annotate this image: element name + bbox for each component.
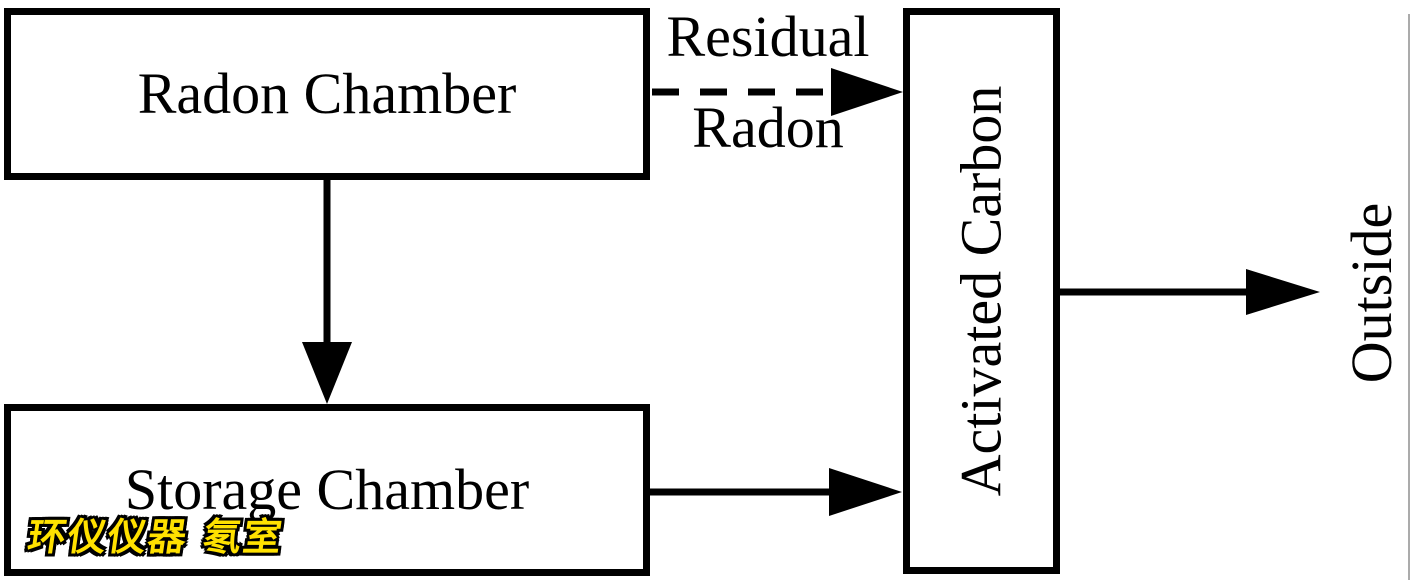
right-edge-divider xyxy=(1408,14,1410,580)
storage-chamber-label: Storage Chamber xyxy=(124,457,530,522)
storage-chamber-node: Storage Chamber xyxy=(4,404,650,576)
arrow-storage-to-carbon xyxy=(650,468,902,516)
arrow-carbon-to-outside xyxy=(1060,269,1320,315)
radon-chamber-label: Radon Chamber xyxy=(137,61,517,126)
arrow-radon-to-storage xyxy=(302,180,352,404)
outside-label: Outside xyxy=(1339,202,1404,384)
activated-carbon-node: Activated Carbon xyxy=(903,8,1060,574)
watermark-text: 环仪仪器 氡室 xyxy=(25,515,287,559)
radon-chamber-node: Radon Chamber xyxy=(4,8,650,180)
residual-label-line1: Residual xyxy=(666,4,870,69)
arrow-residual-radon-to-carbon xyxy=(652,68,903,116)
residual-label-line2: Radon xyxy=(692,95,844,160)
